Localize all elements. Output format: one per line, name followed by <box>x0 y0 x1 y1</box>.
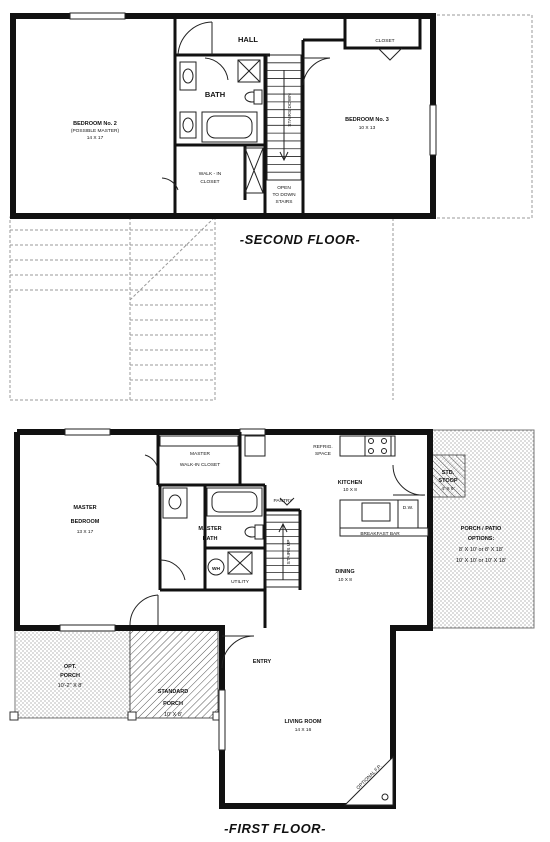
refrig-space-label-2: SPACE <box>315 451 331 457</box>
entry-label: ENTRY <box>253 659 272 665</box>
closet-label: CLOSET <box>375 38 394 44</box>
standard-porch-label-1: STANDARD <box>158 689 188 695</box>
standard-porch-area <box>129 629 219 719</box>
master-closet-label-1: MASTER <box>190 451 211 457</box>
living-room-label: LIVING ROOM <box>285 719 322 725</box>
window <box>239 428 266 436</box>
stairs-up-label: STAIRS UP <box>286 540 292 565</box>
open-to-stairs-label-3: STAIRS <box>276 199 293 205</box>
kitchen-sink-icon <box>361 502 391 522</box>
stair-treads <box>266 521 299 581</box>
first-floor-doors <box>129 454 426 669</box>
walk-in-closet-shelves <box>244 147 264 194</box>
dining-label: DINING <box>335 569 354 575</box>
bedroom-2-note: (POSSIBLE MASTER) <box>71 128 120 134</box>
bath-label: BATH <box>205 90 225 99</box>
first-floor-interior-walls <box>156 432 302 628</box>
optional-porch-area <box>14 629 131 719</box>
hall-label: HALL <box>238 35 258 44</box>
window <box>69 12 126 20</box>
porch-options-label-2: OPTIONS: <box>468 536 495 542</box>
window <box>218 689 226 751</box>
second-floor-bath-fixtures <box>179 59 263 143</box>
porch-options-label-1: PORCH / PATIO <box>461 526 502 532</box>
bedroom-3-size: 10 X 13 <box>359 125 376 131</box>
bedroom-3-label: BEDROOM No. 3 <box>345 117 389 123</box>
dining-size: 10 X 8 <box>338 577 352 583</box>
second-floor-interior-walls <box>173 16 422 216</box>
standard-porch-label-2: PORCH <box>163 701 183 707</box>
window <box>59 624 116 632</box>
breakfast-bar <box>339 527 429 537</box>
fireplace-icon <box>343 755 394 806</box>
std-stoop-size: 4' X 6' <box>441 486 454 492</box>
dishwasher-icon <box>397 499 419 529</box>
kitchen-size: 10 X 8 <box>343 487 357 493</box>
pantry-label: PANTRY <box>273 498 293 504</box>
utility-label: UTILITY <box>231 579 250 585</box>
window <box>429 104 437 156</box>
living-room-size: 14 X 16 <box>295 727 312 733</box>
walk-in-closet-label-2: CLOSET <box>200 179 219 185</box>
water-heater-icon <box>207 558 225 576</box>
std-stoop-label-2: STOOP <box>438 478 457 484</box>
kitchen-label: KITCHEN <box>338 480 362 486</box>
master-bedroom-label-1: MASTER <box>73 505 96 511</box>
closet-shelf <box>159 435 239 447</box>
breakfast-bar-label: BREAKFAST BAR <box>360 531 400 537</box>
opt-porch-label-2: PORCH <box>60 673 80 679</box>
second-floor-doors <box>161 21 403 191</box>
first-floor-title: -FIRST FLOOR- <box>224 821 326 836</box>
standard-stoop-area <box>429 454 466 498</box>
stairs-down-label: STAIRS DOWN <box>287 93 293 127</box>
water-heater-label: WH <box>212 566 221 572</box>
open-to-stairs-label-1: OPEN <box>277 185 291 191</box>
stove-icon <box>364 435 392 457</box>
bedroom-2-label: BEDROOM No. 2 <box>73 121 117 127</box>
sink-icon <box>179 111 197 139</box>
stair-treads <box>267 62 301 173</box>
std-stoop-label-1: STD. <box>442 470 455 476</box>
master-bedroom-label-2: BEDROOM <box>71 519 100 525</box>
master-bath-fixtures <box>162 487 264 576</box>
master-closet-label-2: WALK-IN CLOSET <box>180 462 220 468</box>
sink-icon <box>179 61 197 91</box>
opt-porch-label-1: OPT. <box>64 664 77 670</box>
porch-options-label-3: 8' X 10' or 8' X 18' <box>459 547 503 553</box>
bedroom-2-size: 14 X 17 <box>87 135 104 141</box>
refrig-space-label-1: REFRIG. <box>313 444 332 450</box>
standard-porch-size: 10' X 8' <box>164 712 182 718</box>
second-floor: HALL CLOSET BATH BEDROOM No. 2 (POSSIBLE… <box>9 12 533 401</box>
second-floor-title: -SECOND FLOOR- <box>240 232 360 247</box>
first-floor: MASTER WALK-IN CLOSET REFRIG. SPACE KITC… <box>9 428 535 836</box>
master-bath-label-2: BATH <box>203 536 218 542</box>
porch-options-label-4: 10' X 10' or 10' X 18' <box>456 558 506 564</box>
opt-porch-size: 10'-2" X 8' <box>58 683 83 689</box>
master-bath-label-1: MASTER <box>198 526 221 532</box>
refrigerator-icon <box>244 435 266 457</box>
sink-icon <box>162 487 188 519</box>
master-bedroom-size: 13 X 17 <box>77 529 94 535</box>
kitchen-fixtures <box>244 435 429 537</box>
dishwasher-label: D.W. <box>403 505 413 511</box>
second-floor-dashed-outline <box>9 14 533 401</box>
walk-in-closet-label-1: WALK - IN <box>199 171 222 177</box>
open-to-stairs-label-2: TO DOWN <box>272 192 296 198</box>
window <box>64 428 111 436</box>
